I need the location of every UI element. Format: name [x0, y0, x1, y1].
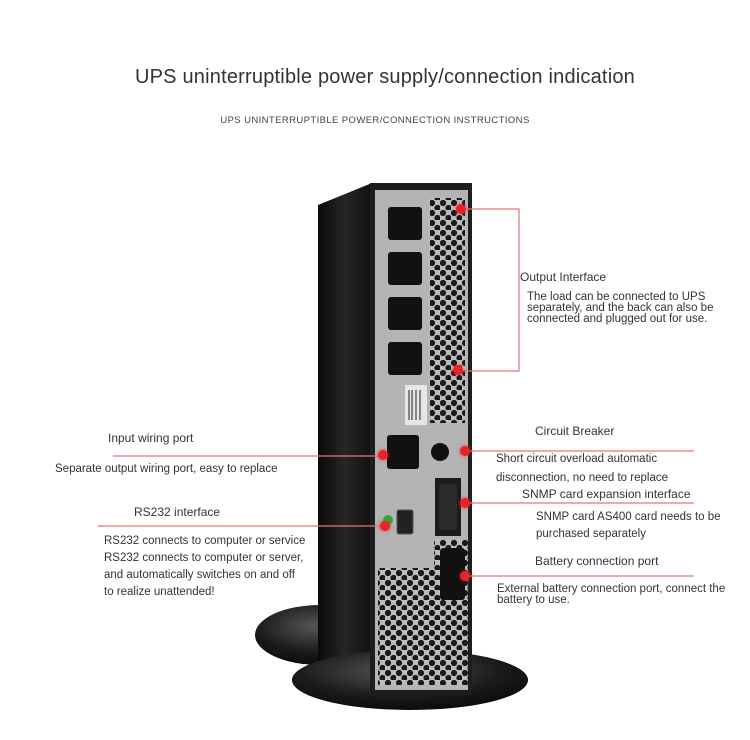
- upper-vent: [430, 198, 465, 423]
- output-top-dot: [456, 204, 466, 214]
- ups-side-panel: [318, 183, 372, 695]
- input-wiring-port-desc: Separate output wiring port, easy to rep…: [55, 463, 278, 475]
- input-port-dot: [378, 450, 388, 460]
- battery-port-title: Battery connection port: [535, 554, 659, 568]
- circuit-breaker-desc: Short circuit overload automatic disconn…: [496, 453, 668, 484]
- battery-dot: [460, 571, 470, 581]
- snmp-card-title: SNMP card expansion interface: [522, 487, 691, 501]
- input-port: [387, 435, 419, 469]
- page-subtitle: UPS UNINTERRUPTIBLE POWER/CONNECTION INS…: [220, 115, 530, 126]
- circuit-breaker-title: Circuit Breaker: [535, 424, 615, 438]
- output-interface-desc: The load can be connected to UPS separat…: [527, 291, 714, 325]
- output-sockets: [388, 207, 422, 375]
- rs232-port: [396, 509, 414, 535]
- breaker-dot: [460, 446, 470, 456]
- snmp-card-desc: SNMP card AS400 card needs to be purchas…: [536, 511, 721, 540]
- callout-lines: [98, 208, 694, 577]
- input-wiring-port-title: Input wiring port: [108, 431, 194, 445]
- rs232-title: RS232 interface: [134, 505, 221, 519]
- battery-connector: [440, 548, 465, 600]
- output-interface-title: Output Interface: [520, 270, 607, 284]
- output-bottom-dot: [453, 365, 463, 375]
- page-title: UPS uninterruptible power supply/connect…: [135, 66, 635, 88]
- rs232-dot: [380, 521, 390, 531]
- rs232-desc: RS232 connects to computer or service RS…: [104, 535, 306, 598]
- battery-port-desc: External battery connection port, connec…: [497, 583, 726, 606]
- circuit-breaker: [431, 443, 449, 461]
- snmp-dot: [460, 498, 470, 508]
